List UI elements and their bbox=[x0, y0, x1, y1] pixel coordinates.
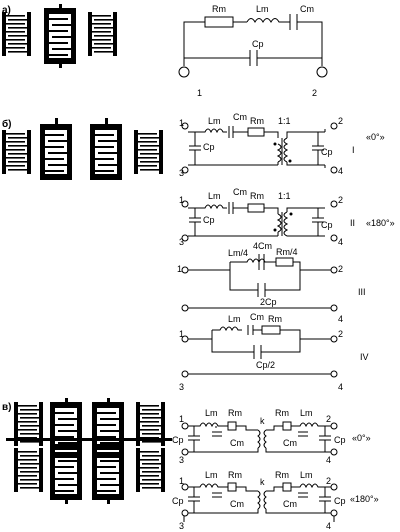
b2-cp-right: Cp bbox=[321, 220, 333, 230]
c1-lm-left: Lm bbox=[205, 408, 218, 418]
c2-k: k bbox=[260, 477, 265, 487]
b3-cm: 4Cm bbox=[253, 241, 272, 251]
b1-t4: 4 bbox=[338, 166, 343, 176]
equivalent-circuit-a bbox=[178, 14, 328, 78]
b2-mode: «180°» bbox=[366, 218, 395, 228]
circuit-b2 bbox=[181, 200, 338, 242]
c1-mode: «0°» bbox=[352, 433, 371, 443]
b4-rm: Rm bbox=[268, 314, 282, 324]
b2-ratio: 1:1 bbox=[278, 191, 291, 201]
b3-t2: 2 bbox=[338, 264, 343, 274]
b2-cp-left: Cp bbox=[203, 215, 215, 225]
b4-t2: 2 bbox=[338, 329, 343, 339]
b1-t2: 2 bbox=[338, 116, 343, 126]
c1-cp-right: Cp bbox=[334, 435, 346, 445]
b3-t4: 4 bbox=[338, 314, 343, 324]
b4-t3: 3 bbox=[179, 382, 184, 392]
b1-cm: Cm bbox=[233, 112, 247, 122]
c2-t1: 1 bbox=[179, 476, 184, 486]
b2-rm: Rm bbox=[250, 191, 264, 201]
b3-lm: Lm/4 bbox=[228, 248, 248, 258]
a-rm-label: Rm bbox=[212, 4, 226, 14]
section-a-label: а) bbox=[2, 5, 11, 16]
c1-cm-left: Cm bbox=[230, 438, 244, 448]
c1-rm-right: Rm bbox=[275, 408, 289, 418]
c1-cp-left: Cp bbox=[172, 435, 184, 445]
c2-cm-right: Cm bbox=[283, 499, 297, 509]
c2-t4: 4 bbox=[326, 521, 331, 531]
c1-t4: 4 bbox=[326, 455, 331, 465]
c2-lm-left: Lm bbox=[205, 470, 218, 480]
c2-rm-left: Rm bbox=[228, 470, 242, 480]
c2-cp-left: Cp bbox=[172, 496, 184, 506]
b4-t1: 1 bbox=[179, 329, 184, 339]
a-node-2: 2 bbox=[312, 88, 317, 98]
b4-cp: Cp/2 bbox=[256, 360, 275, 370]
c2-mode: «180°» bbox=[350, 494, 379, 504]
c1-t3: 3 bbox=[179, 455, 184, 465]
b3-cp: 2Cp bbox=[260, 297, 277, 307]
b4-roman: IV bbox=[360, 352, 369, 362]
c1-rm-left: Rm bbox=[228, 408, 242, 418]
resonator-a bbox=[2, 4, 117, 68]
b4-cm: Cm bbox=[250, 312, 264, 322]
b2-t2: 2 bbox=[338, 195, 343, 205]
c2-lm-right: Lm bbox=[300, 470, 313, 480]
b2-lm: Lm bbox=[208, 191, 221, 201]
b1-lm: Lm bbox=[208, 116, 221, 126]
b2-cm: Cm bbox=[233, 187, 247, 197]
b1-mode: «0°» bbox=[366, 132, 385, 142]
c1-k: k bbox=[260, 416, 265, 426]
a-cm-label: Cm bbox=[300, 4, 314, 14]
a-lm-label: Lm bbox=[256, 4, 269, 14]
resonator-c bbox=[6, 398, 172, 504]
b1-t3: 3 bbox=[179, 168, 184, 178]
section-c-label: в) bbox=[2, 402, 11, 413]
c2-cm-left: Cm bbox=[230, 499, 244, 509]
b1-ratio: 1:1 bbox=[278, 116, 291, 126]
c1-t2: 2 bbox=[326, 414, 331, 424]
resonator-b bbox=[2, 118, 163, 180]
a-node-1: 1 bbox=[197, 88, 202, 98]
b4-t4: 4 bbox=[338, 382, 343, 392]
b1-rm: Rm bbox=[250, 116, 264, 126]
b3-roman: III bbox=[358, 287, 366, 297]
b4-lm: Lm bbox=[228, 314, 241, 324]
circuit-b1 bbox=[181, 122, 338, 174]
b3-t1: 1 bbox=[177, 264, 182, 274]
c2-t3: 3 bbox=[179, 521, 184, 531]
b1-cp-right: Cp bbox=[321, 147, 333, 157]
b2-t1: 1 bbox=[179, 195, 184, 205]
c1-lm-right: Lm bbox=[300, 408, 313, 418]
circuit-c1 bbox=[181, 421, 338, 456]
b1-roman: I bbox=[352, 145, 355, 155]
circuit-b4 bbox=[181, 325, 338, 378]
b3-rm: Rm/4 bbox=[276, 247, 298, 257]
c2-rm-right: Rm bbox=[275, 470, 289, 480]
b2-t3: 3 bbox=[179, 237, 184, 247]
circuit-c2 bbox=[181, 482, 338, 522]
section-b-label: б) bbox=[2, 118, 12, 130]
b1-cp-left: Cp bbox=[203, 142, 215, 152]
b2-roman: II bbox=[350, 218, 355, 228]
c1-t1: 1 bbox=[179, 414, 184, 424]
b1-t1: 1 bbox=[179, 118, 184, 128]
c2-t2: 2 bbox=[326, 476, 331, 486]
circuit-b3 bbox=[181, 254, 338, 312]
a-cp-label: Cp bbox=[252, 39, 264, 49]
b2-t4: 4 bbox=[338, 237, 343, 247]
c2-cp-right: Cp bbox=[334, 496, 346, 506]
c1-cm-right: Cm bbox=[283, 438, 297, 448]
